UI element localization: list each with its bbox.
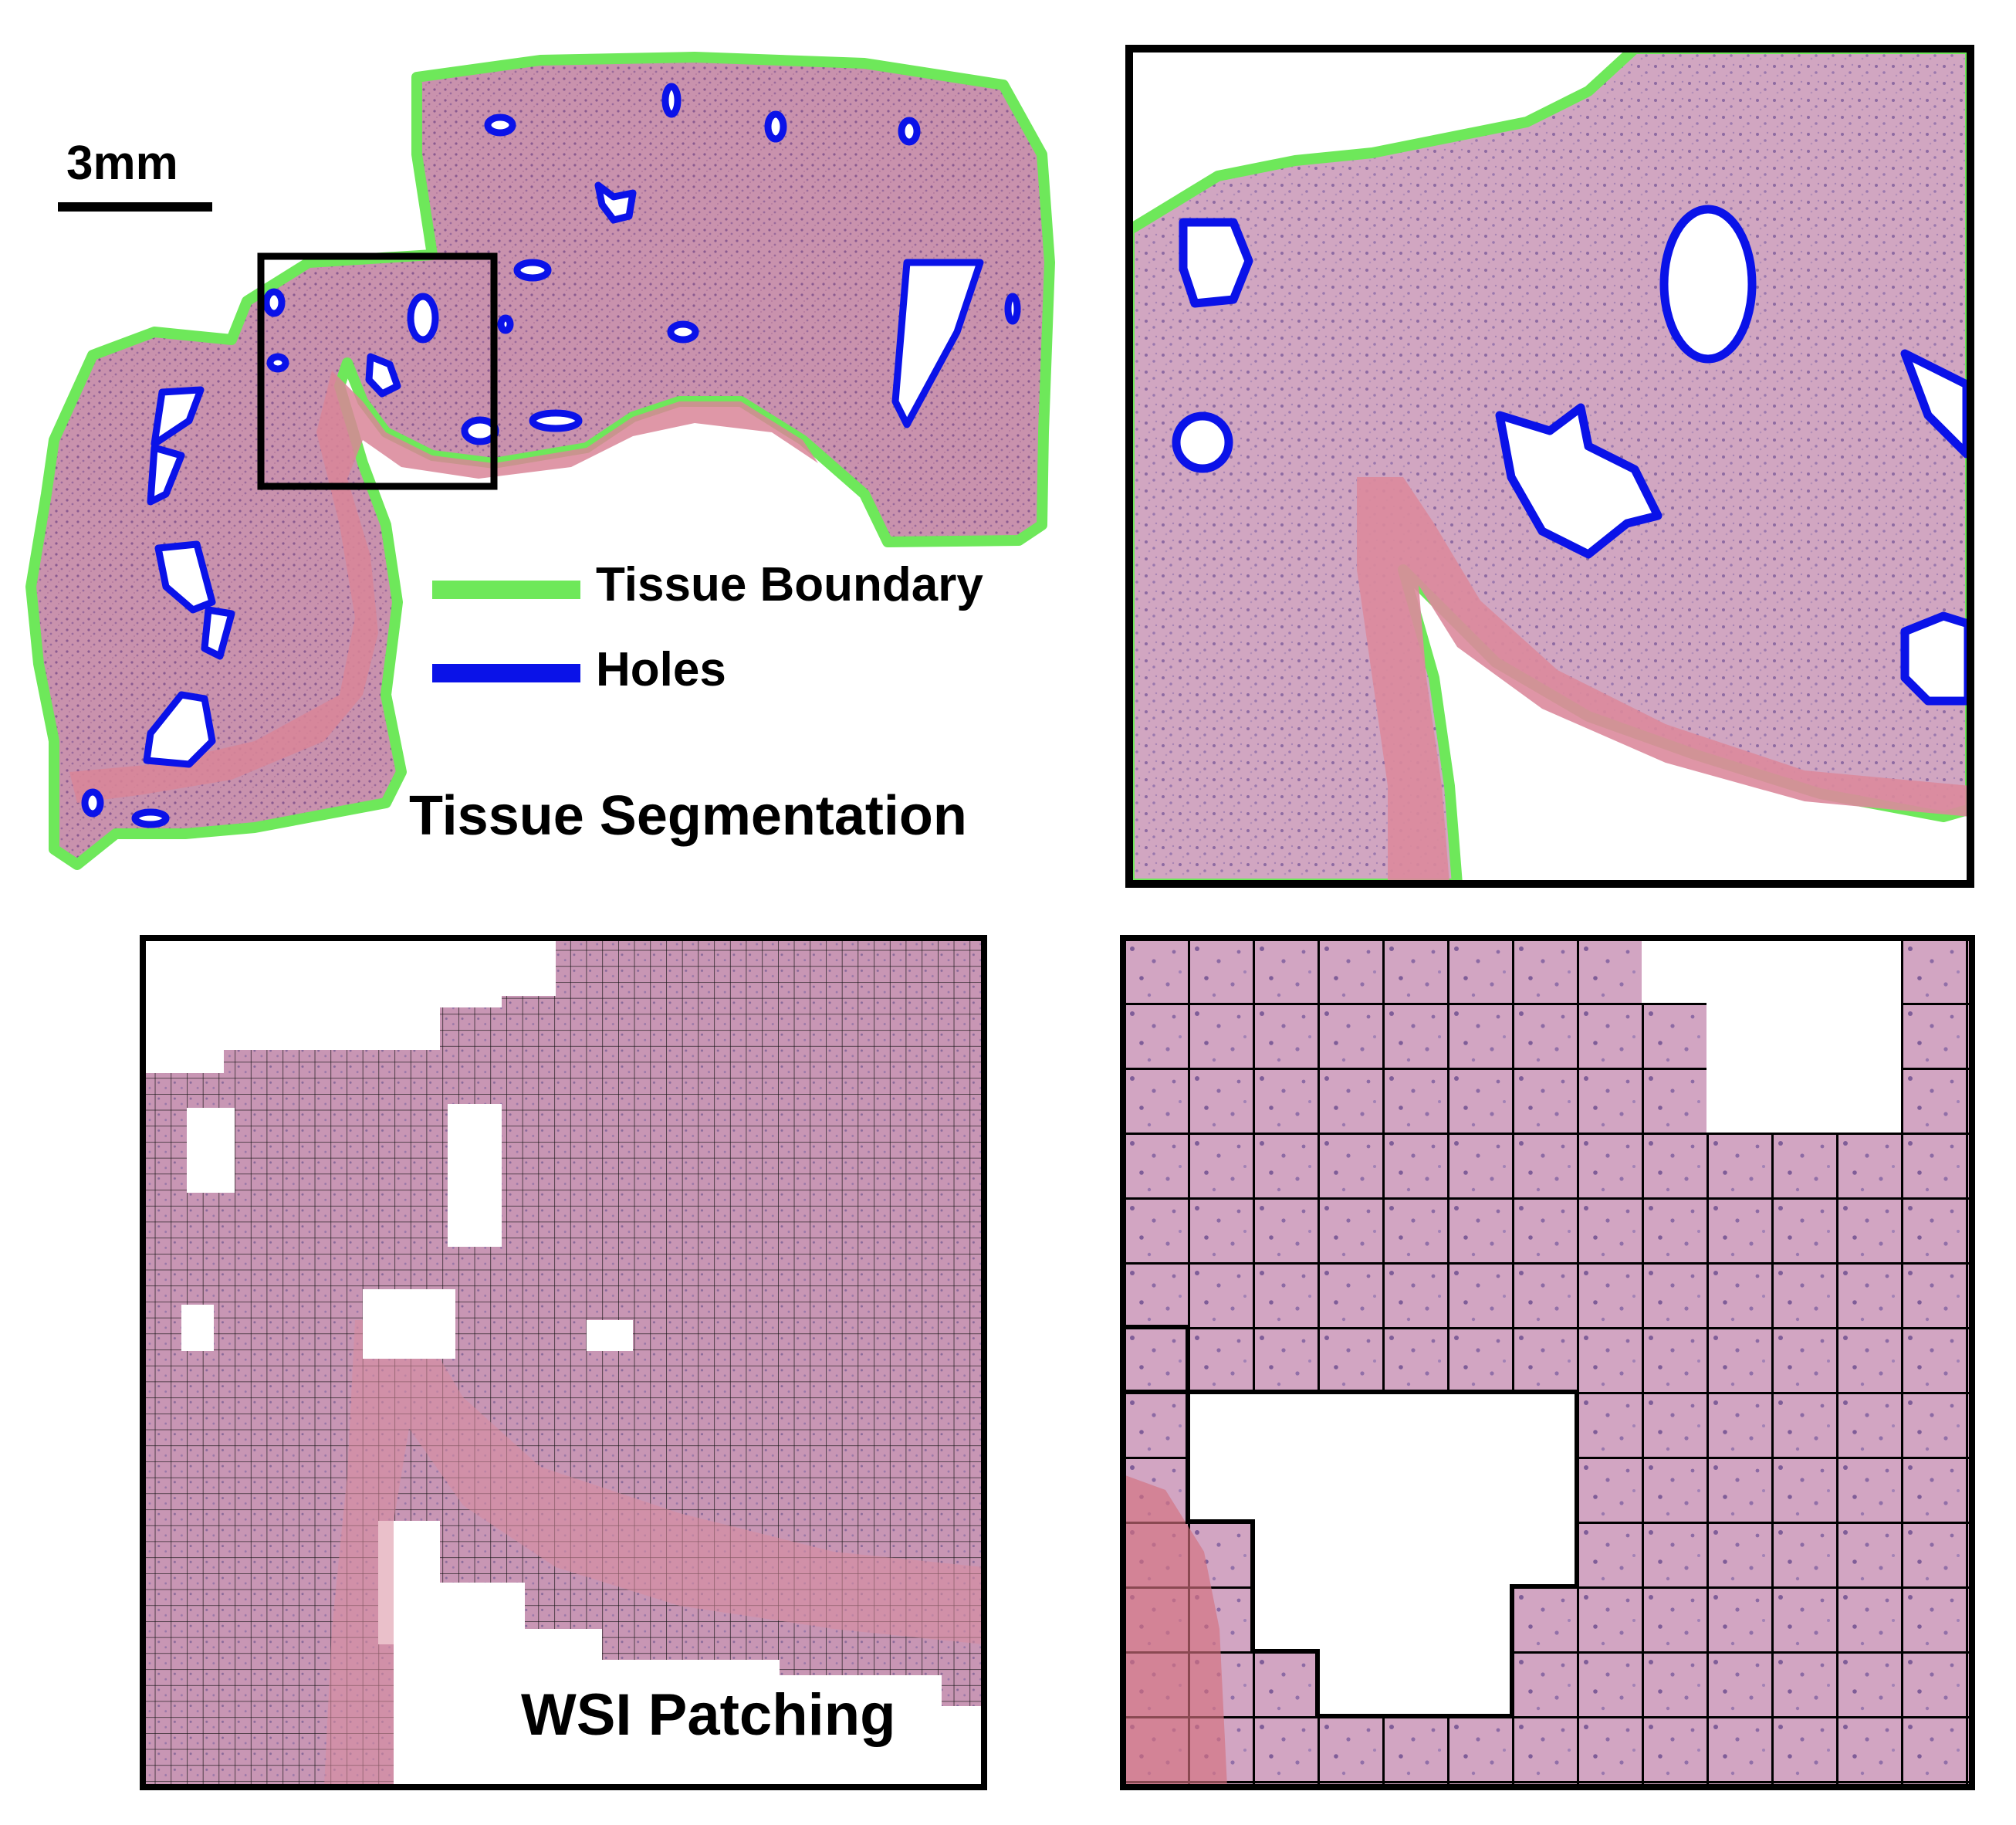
scale-bar-label: 3mm	[66, 137, 178, 190]
zoom-hole-contours	[1172, 205, 1973, 706]
zoom-patching-frame	[1120, 935, 1975, 1790]
wsi-thumbnail	[25, 52, 1055, 870]
segmentation-panel: 3mm Tissue Boundary Holes Tissue Segment…	[0, 0, 1081, 888]
patching-panel: WSI Patching	[139, 934, 988, 1791]
patched-stroma	[324, 1320, 984, 1787]
stroma-band	[69, 371, 818, 803]
legend-label-boundary: Tissue Boundary	[596, 558, 983, 611]
legend-label-holes: Holes	[596, 643, 726, 696]
zoom-segmentation-image	[1125, 45, 1974, 888]
zoom-frame	[1125, 45, 1974, 888]
patching-frame	[140, 935, 987, 1790]
zoom-segmentation-panel	[1125, 45, 1974, 888]
patch-holes	[181, 1104, 633, 1359]
patching-caption: WSI Patching	[521, 1682, 896, 1748]
wsi-patch-grid	[140, 935, 987, 1790]
scale-bar	[58, 202, 212, 212]
segmentation-caption: Tissue Segmentation	[409, 785, 967, 847]
hole-contours	[81, 83, 1021, 828]
tissue-region	[25, 52, 1055, 870]
zoom-patch-grid	[1120, 935, 1975, 1790]
zoom-region-box	[257, 252, 498, 490]
legend-swatch-holes	[432, 664, 580, 682]
zoom-stroma-band	[1357, 477, 1970, 884]
zoom-patch-stroma	[1123, 1475, 1227, 1787]
legend-swatch-boundary	[432, 581, 580, 599]
zoom-patching-panel	[1119, 934, 1976, 1791]
